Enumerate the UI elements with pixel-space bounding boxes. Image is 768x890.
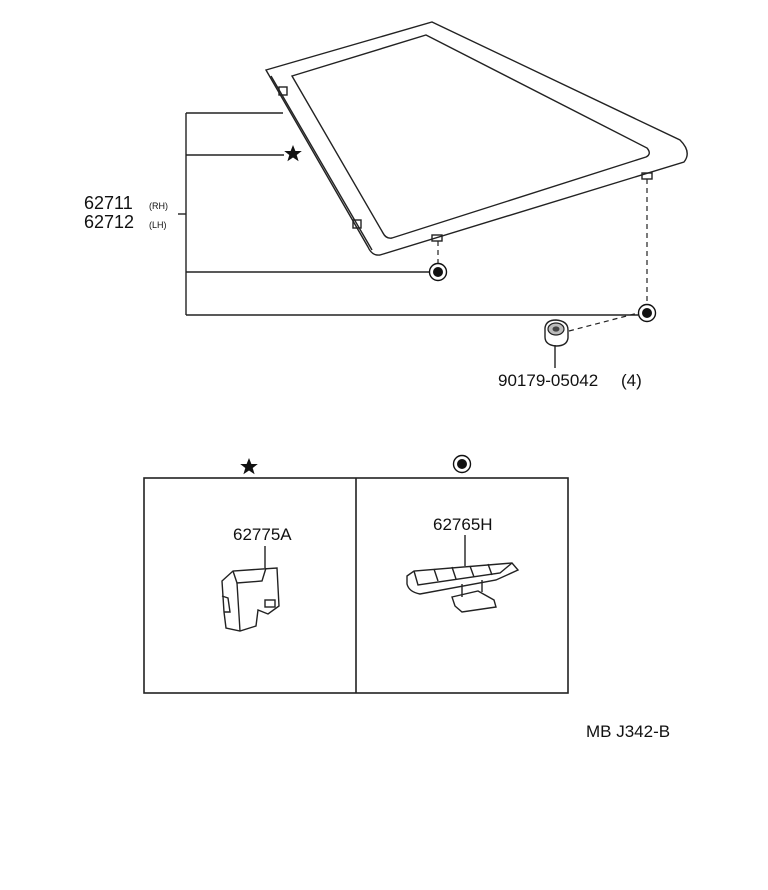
star-icon (240, 458, 258, 475)
clip-star-part (221, 567, 280, 632)
bullseye-icon (637, 303, 657, 323)
glass-lh-number: 62712 (84, 212, 134, 232)
callout-lines (185, 112, 648, 368)
bullseye-icon (428, 262, 448, 282)
nut-qty: (4) (621, 371, 642, 390)
quarter-window-glass (264, 21, 688, 256)
glass-rh-side: (RH) (149, 201, 168, 211)
clip-detail-box (143, 477, 569, 694)
nut-number: 90179-05042 (498, 371, 598, 390)
diagram-code: MB J342-B (586, 722, 670, 741)
glass-lh-side: (LH) (149, 220, 167, 230)
star-icon (284, 145, 302, 162)
glass-rh-number: 62711 (84, 193, 133, 213)
clip-star-number: 62775A (233, 525, 292, 544)
clip-circle-part (406, 562, 520, 613)
clip-circle-number: 62765H (433, 515, 493, 534)
bullseye-icon (452, 454, 472, 474)
nut-icon (544, 319, 569, 347)
